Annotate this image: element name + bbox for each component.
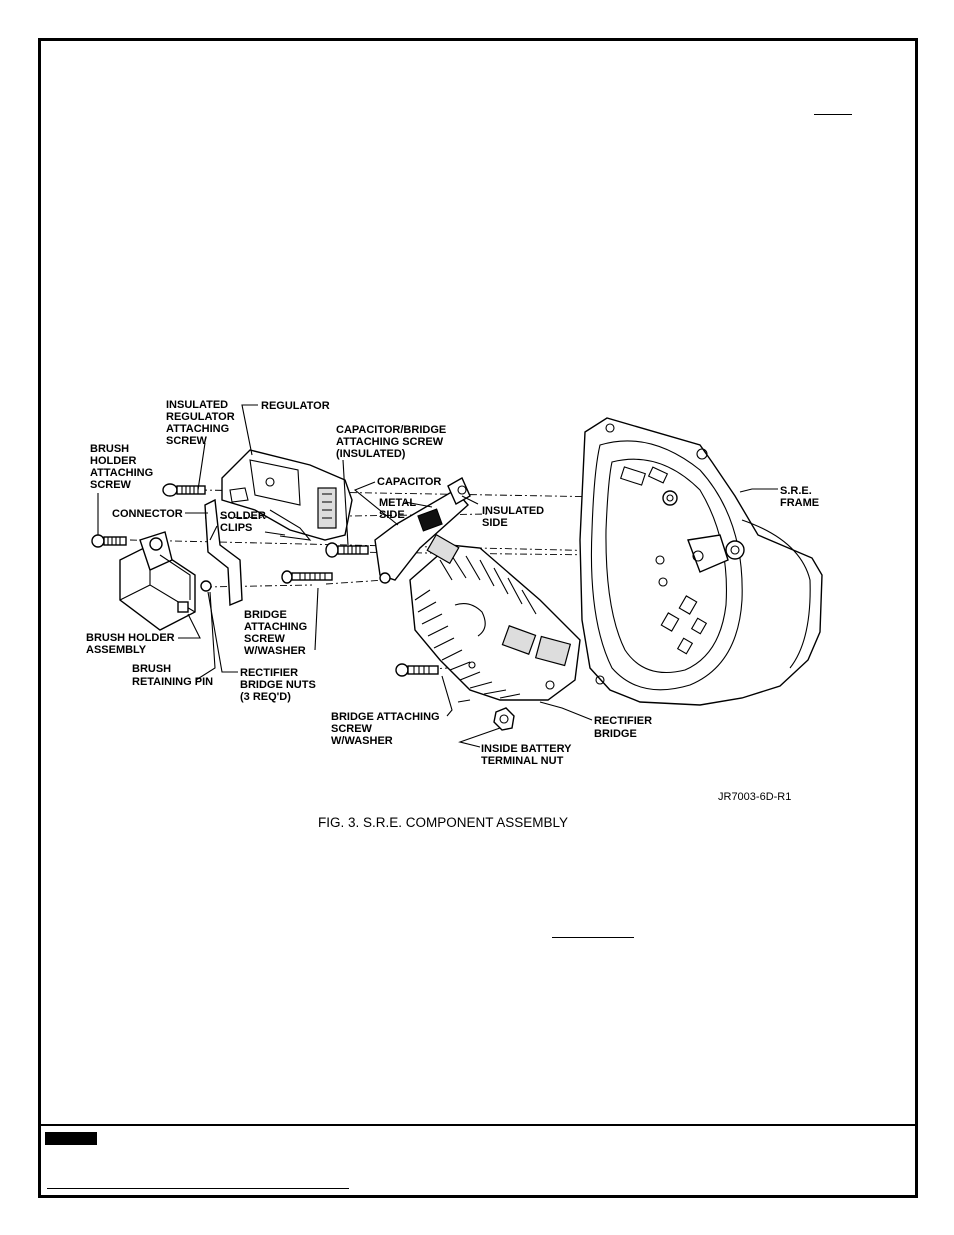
label-capacitor-bridge-screw: CAPACITOR/BRIDGE ATTACHING SCREW (INSULA… xyxy=(336,424,449,460)
brush-holder-assembly xyxy=(119,531,212,631)
regulator xyxy=(221,449,353,541)
label-brush-retaining-pin: BRUSH RETAINING PIN xyxy=(132,663,213,688)
label-rectifier-bridge: RECTIFIER BRIDGE xyxy=(594,715,655,740)
text-rule xyxy=(552,937,634,938)
rectifier-bridge xyxy=(409,533,581,701)
footer-redaction-block xyxy=(45,1132,97,1145)
bridge-attaching-screw-lower xyxy=(395,663,439,677)
leader-lines xyxy=(97,404,778,748)
label-rectifier-bridge-nuts: RECTIFIER BRIDGE NUTS (3 REQ'D) xyxy=(240,667,319,703)
bridge-attaching-screw-upper xyxy=(281,570,333,584)
connector xyxy=(204,498,243,607)
inside-battery-terminal-nut xyxy=(493,707,515,731)
page-border xyxy=(38,38,918,1198)
footer-divider xyxy=(38,1124,915,1126)
label-sre-frame: S.R.E. FRAME xyxy=(780,485,819,509)
label-insulated-regulator-screw: INSULATED REGULATOR ATTACHING SCREW xyxy=(166,399,238,447)
figure-caption: FIG. 3. S.R.E. COMPONENT ASSEMBLY xyxy=(318,815,568,830)
sre-frame xyxy=(579,417,823,706)
label-connector: CONNECTOR xyxy=(112,508,183,520)
figure-code: JR7003-6D-R1 xyxy=(718,791,791,803)
label-regulator: REGULATOR xyxy=(261,400,330,412)
label-bridge-screw-washer: BRIDGE ATTACHING SCREW W/WASHER xyxy=(244,609,310,657)
brush-holder-screw xyxy=(91,534,127,548)
label-inside-battery-nut: INSIDE BATTERY TERMINAL NUT xyxy=(481,743,574,767)
label-insulated-side: INSULATED SIDE xyxy=(482,505,547,529)
labels: INSULATED REGULATOR ATTACHING SCREW REGU… xyxy=(86,399,819,830)
header-rule xyxy=(814,114,852,115)
label-solder-clips: SOLDER CLIPS xyxy=(220,510,269,534)
label-brush-holder-assembly: BRUSH HOLDER ASSEMBLY xyxy=(86,632,178,656)
label-brush-holder-screw: BRUSH HOLDER ATTACHING SCREW xyxy=(90,443,156,491)
label-capacitor: CAPACITOR xyxy=(377,476,441,488)
regulator-screws xyxy=(162,483,369,558)
label-bridge-screw-washer-lower: BRIDGE ATTACHING SCREW W/WASHER xyxy=(331,711,443,747)
footer-signature-line xyxy=(47,1188,349,1189)
label-metal-side: METAL SIDE xyxy=(379,497,419,521)
